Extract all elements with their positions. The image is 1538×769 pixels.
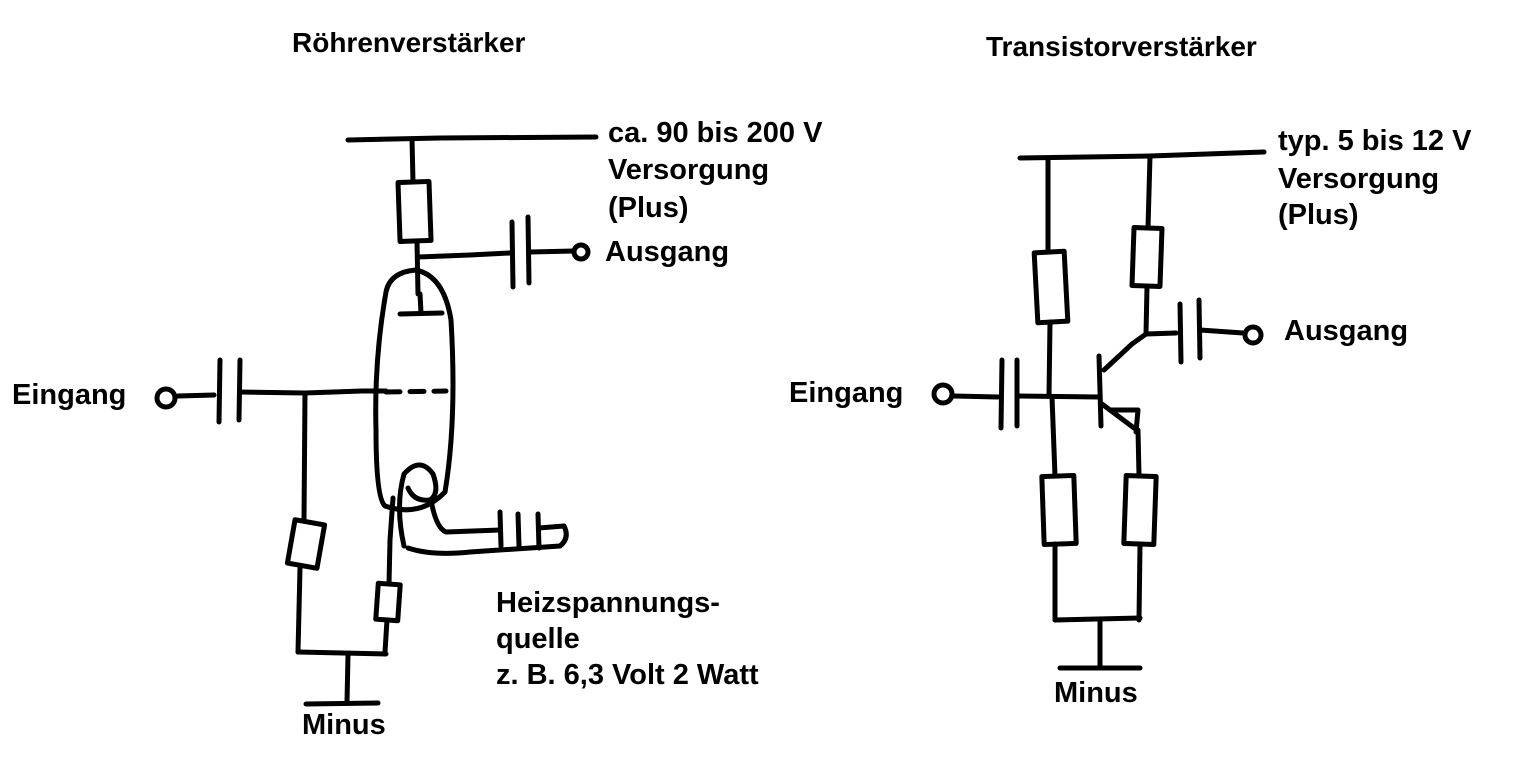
transistor-emitter-arrow: [1107, 407, 1141, 435]
tube-ground-label: Minus: [302, 709, 386, 741]
tube-supply-voltage-label: ca. 90 bis 200 V: [608, 117, 823, 149]
grid-leak-wire-bottom: [295, 565, 303, 655]
tube-ground-wire: [295, 649, 389, 657]
transistor-output-wire: [1197, 327, 1246, 336]
transistor-input-terminal: [931, 382, 955, 406]
transistor-base-wire: [1015, 393, 1102, 400]
tube-supply-plus-label: (Plus): [608, 192, 689, 224]
transistor-supply-rail: [1017, 149, 1267, 161]
collector-top-wire: [1145, 153, 1153, 231]
tube-anode-plate-stem: [417, 291, 424, 316]
transistor-input-label: Eingang: [789, 377, 904, 409]
tube-grid-wire: [237, 388, 389, 396]
tube-output-wire-2: [527, 248, 577, 255]
tube-anode-wire: [414, 238, 421, 297]
tube-grid: [383, 388, 449, 395]
grid-leak-resistor: [284, 517, 328, 571]
tube-output-cap-plate-1: [509, 219, 516, 290]
tube-ground-drop: [344, 652, 351, 705]
transistor-output-cap-plate-1: [1177, 301, 1184, 365]
grid-leak-wire-top: [301, 390, 308, 523]
tube-amp-title: Röhrenverstärker: [292, 27, 526, 58]
cathode-wire-down: [382, 617, 390, 655]
heater-battery-plate-1: [497, 509, 504, 549]
tube-heater-lead-upper: [428, 497, 503, 535]
transistor-input-cap-plate-1: [998, 357, 1005, 431]
tube-input-cap-plate-1: [216, 357, 223, 425]
emitter-wire-2: [1136, 542, 1143, 623]
tube-supply-label: Versorgung: [608, 154, 770, 186]
tube-output-terminal: [571, 242, 591, 262]
transistor-ground-wire: [1052, 615, 1143, 623]
tube-heater-filament: [397, 462, 439, 549]
collector-resistor: [1129, 225, 1165, 289]
emitter-resistor: [1121, 472, 1159, 548]
transistor-output-label: Ausgang: [1284, 315, 1409, 347]
heater-source-label-1: Heizspannungs-: [496, 587, 720, 619]
transistor-collector-leg: [1101, 330, 1179, 373]
tube-output-wire: [415, 250, 513, 260]
heater-battery-wire: [536, 523, 567, 531]
tube-heater-lead-lower: [405, 523, 569, 556]
transistor-output-terminal: [1242, 324, 1264, 346]
transistor-supply-plus-label: (Plus): [1278, 199, 1359, 231]
cathode-resistor: [373, 580, 403, 624]
heater-battery-plate-2: [515, 511, 522, 549]
tube-anode-wire-top: [409, 136, 416, 185]
transistor-emitter-leg: [1099, 401, 1137, 431]
emitter-wire: [1135, 427, 1142, 479]
transistor-supply-voltage-label: typ. 5 bis 12 V: [1278, 125, 1472, 157]
tube-envelope: [373, 267, 456, 513]
bias-resistor-bottom: [1039, 472, 1079, 548]
tube-output-label: Ausgang: [605, 236, 730, 268]
bias-resistor-top: [1031, 248, 1071, 326]
tube-anode-resistor: [395, 178, 434, 245]
heater-source-label-2: quelle: [496, 623, 580, 655]
bias-bottom-wire: [1049, 394, 1058, 479]
collector-wire: [1143, 284, 1150, 337]
tube-cathode-lead: [386, 495, 396, 587]
transistor-amp-circuit: [931, 149, 1267, 671]
transistor-supply-label: Versorgung: [1278, 163, 1440, 195]
tube-input-terminal: [154, 386, 178, 410]
heater-battery-plate-3: [535, 511, 542, 551]
transistor-ground-label: Minus: [1054, 677, 1138, 709]
tube-ground-bar: [303, 700, 381, 707]
tube-input-wire: [175, 392, 217, 399]
tube-input-label: Eingang: [12, 379, 127, 411]
transistor-amp-title: Transistorverstärker: [986, 31, 1257, 62]
tube-supply-rail: [345, 134, 599, 143]
bias-top-wire-2: [1046, 319, 1053, 399]
transistor-base-bar: [1096, 353, 1104, 429]
tube-amp-circuit: [154, 134, 599, 707]
heater-source-label-3: z. B. 6,3 Volt 2 Watt: [496, 659, 759, 691]
transistor-input-wire: [951, 393, 1001, 400]
